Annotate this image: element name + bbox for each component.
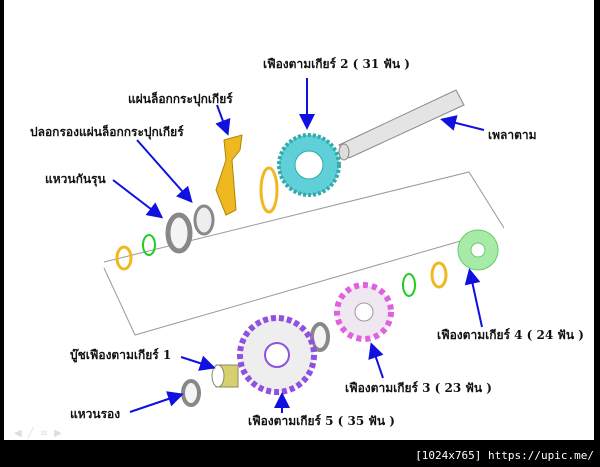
- yellow-ring-part: [115, 245, 133, 271]
- washer-part-mid: [310, 322, 330, 352]
- label-countershaft: เพลาตาม: [488, 128, 537, 142]
- watermark: [1024x765] https://upic.me/: [415, 449, 594, 462]
- circlip-part: [142, 234, 156, 256]
- label-gear2: เฟืองตามเกียร์ 2 ( 31 ฟัน ): [263, 57, 410, 71]
- countershaft-part: [338, 89, 465, 161]
- back-icon[interactable]: ◀: [14, 428, 28, 439]
- menu-icon[interactable]: ≡: [39, 428, 55, 439]
- circlip-part-2: [402, 273, 416, 297]
- lock-clip-part: [259, 166, 279, 214]
- thrust-washer-part: [165, 212, 193, 254]
- label-thrust-washer: แหวนกันรุน: [45, 172, 106, 186]
- gear5-part: [237, 315, 317, 395]
- gear4-part: [457, 229, 499, 271]
- label-washer: แหวนรอง: [70, 407, 121, 421]
- gear2-part: [277, 133, 341, 197]
- exploded-diagram: [103, 78, 505, 413]
- label-lock-plate-collar: ปลอกรองแผ่นล็อกกระปุกเกียร์: [30, 125, 184, 139]
- label-lock-plate: แผ่นล็อกกระปุกเกียร์: [128, 92, 233, 106]
- diagram-canvas: เฟืองตามเกียร์ 2 ( 31 ฟัน ) แผ่นล็อกกระป…: [4, 0, 594, 440]
- collar-part: [193, 204, 215, 236]
- assembly-outline-top: [103, 171, 505, 263]
- label-gear1-bush: บู๊ชเฟืองตามเกียร์ 1: [70, 348, 172, 362]
- forward-icon[interactable]: ▶: [54, 428, 68, 439]
- ring-part: [430, 261, 448, 289]
- gear3-part: [334, 282, 394, 342]
- pen-icon[interactable]: ╱: [27, 428, 40, 439]
- label-gear4: เฟืองตามเกียร์ 4 ( 24 ฟัน ): [437, 328, 584, 342]
- washer-part: [181, 379, 201, 407]
- slide-toolbar[interactable]: ◀╱≡▶: [14, 428, 68, 439]
- label-gear3: เฟืองตามเกียร์ 3 ( 23 ฟัน ): [345, 381, 492, 395]
- lock-plate-part: [215, 134, 243, 216]
- leader-arrows: [112, 78, 485, 413]
- bush-part: [211, 364, 239, 388]
- assembly-outline: [103, 239, 465, 336]
- label-gear5: เฟืองตามเกียร์ 5 ( 35 ฟัน ): [248, 414, 395, 428]
